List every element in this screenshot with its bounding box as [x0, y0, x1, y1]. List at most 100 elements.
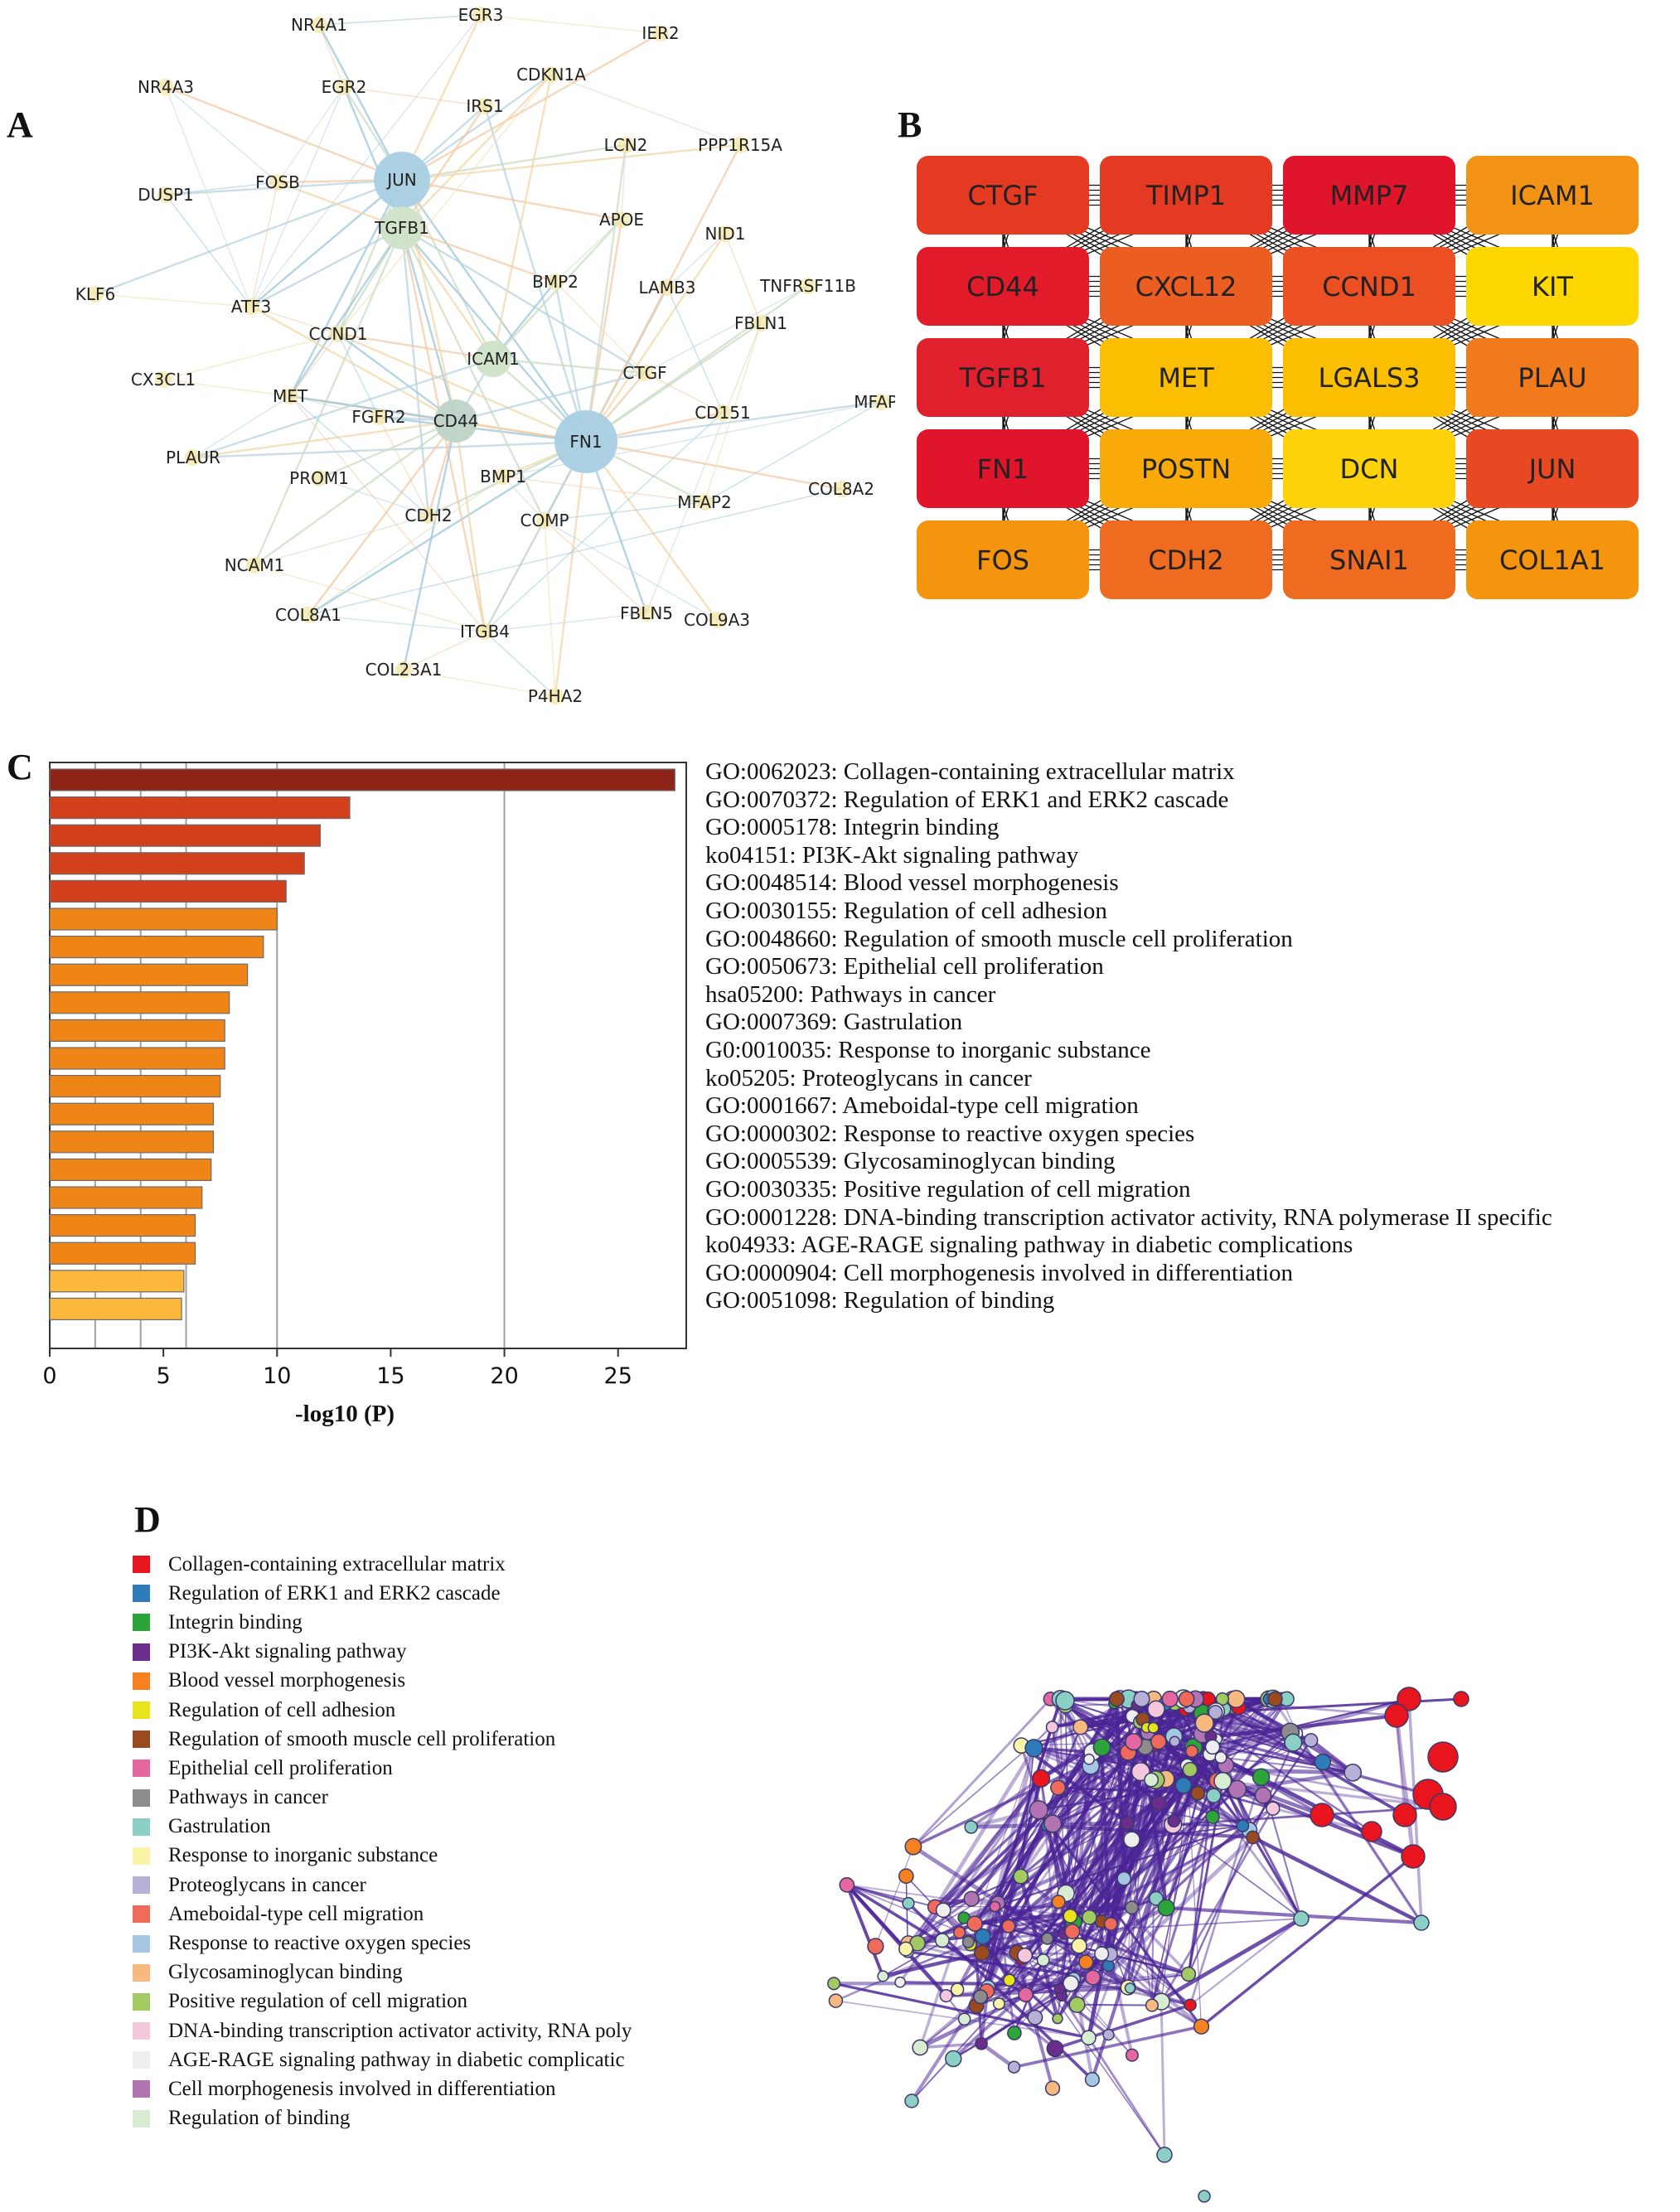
network-edge [253, 227, 404, 566]
network-edge [400, 14, 482, 181]
go-term-label: GO:0001667: Ameboidal-type cell migratio… [705, 1092, 1139, 1120]
enrichment-node [1182, 1761, 1198, 1778]
enrichment-edge [1072, 1727, 1155, 1923]
enrichment-node [935, 1902, 951, 1919]
network-edge [337, 332, 587, 443]
gene-node-circle [613, 211, 630, 228]
network-edge [277, 86, 345, 183]
gene-node: FN1 [554, 410, 617, 473]
gene-node-label: CDH2 [404, 506, 452, 525]
enrichment-node [1429, 1793, 1457, 1821]
legend-swatch [133, 2080, 150, 2098]
enrichment-edge [1166, 1905, 1422, 1925]
hub-gene-box: ICAM1 [1466, 156, 1639, 235]
enrichment-edge [1060, 1995, 1166, 2156]
enrichment-node [1150, 1795, 1167, 1811]
bar [49, 991, 230, 1014]
gene-node-label: APOE [599, 210, 644, 230]
hub-gene-box: MMP7 [1283, 156, 1455, 235]
network-edge [484, 412, 724, 632]
network-edge [318, 419, 457, 480]
enrichment-node [1013, 1868, 1029, 1885]
enrichment-node [1169, 1735, 1181, 1748]
enrichment-edge [1072, 1929, 1189, 1976]
panel-label-c: C [7, 747, 33, 787]
enrichment-node [1254, 1786, 1272, 1804]
enrichment-node [957, 2012, 971, 2026]
gene-node: FGFR2 [351, 407, 405, 427]
gene-node-label: COL9A3 [684, 610, 750, 630]
enrichment-node [898, 1941, 913, 1957]
legend-item: Pathways in cancer [133, 1784, 632, 1813]
enrichment-node [1051, 1895, 1066, 1909]
legend-item: Collagen-containing extracellular matrix [133, 1550, 632, 1579]
enrichment-node [945, 2050, 962, 2068]
gene-node: COL8A1 [275, 605, 341, 625]
bar [49, 1297, 182, 1321]
gene-node: DUSP1 [138, 185, 194, 205]
enrichment-node [1125, 2048, 1139, 2062]
enrichment-node [1036, 1953, 1050, 1968]
legend-swatch [133, 1818, 150, 1836]
gene-node-label: LCN2 [604, 135, 648, 155]
enrichment-edge [980, 2041, 1015, 2069]
enrichment-node [1184, 1744, 1199, 1759]
enrichment-edge [906, 1747, 1036, 1953]
network-edge [704, 322, 762, 503]
network-edge [454, 420, 487, 632]
gene-node-label: PROM1 [289, 468, 349, 488]
network-edge [644, 372, 724, 414]
panel-label-a: A [7, 104, 33, 145]
legend-swatch [133, 2109, 150, 2127]
network-edge [289, 394, 457, 423]
gene-node-label: BMP1 [480, 467, 526, 486]
enrichment-node [952, 1926, 966, 1939]
enrichment-node [1103, 1916, 1118, 1931]
gene-node-circle [477, 98, 493, 114]
gene-node: CX3CL1 [131, 370, 196, 390]
gene-node-label: BMP2 [532, 272, 579, 292]
enrichment-node [1024, 1739, 1043, 1758]
network-edge [544, 520, 556, 697]
enrichment-edge [1164, 1746, 1214, 1909]
network-edge [162, 379, 291, 397]
gene-node: TGFB1 [374, 206, 429, 249]
network-edge [378, 415, 587, 443]
x-axis-label: -log10 (P) [295, 1401, 395, 1427]
enrichment-node [1401, 1844, 1426, 1869]
network-edge [666, 233, 726, 288]
network-edge [502, 476, 545, 521]
gene-node-circle [155, 371, 172, 388]
hub-gene-box: FOS [917, 520, 1089, 599]
gene-node-label: FN1 [569, 432, 602, 452]
network-edge [401, 226, 556, 283]
enrichment-edge [1019, 1715, 1135, 1878]
network-edge [544, 520, 718, 621]
gene-node-label: TGFB1 [374, 218, 429, 238]
legend-item: Epithelial cell proliferation [133, 1754, 632, 1783]
legend-label: Positive regulation of cell migration [168, 1990, 468, 2013]
enrichment-node [1204, 1739, 1221, 1755]
gene-node-circle [696, 494, 713, 511]
enrichment-edge [934, 1808, 1040, 1908]
gene-node-circle [554, 410, 617, 473]
enrichment-edge [1394, 1715, 1416, 1857]
enrichment-edge [1060, 1824, 1244, 1997]
hub-gene-box: TIMP1 [1100, 156, 1272, 235]
gene-node-label: MFAP2 [677, 492, 731, 512]
gene-node-label: COL8A1 [275, 605, 341, 625]
hub-gene-box: DCN [1283, 429, 1455, 508]
enrichment-node [1094, 1946, 1110, 1962]
legend-item: Blood vessel morphogenesis [133, 1667, 632, 1696]
enrichment-node [1314, 1753, 1332, 1771]
gene-node-circle [311, 470, 327, 486]
enrichment-node [975, 1928, 991, 1945]
legend-label: Integrin binding [168, 1610, 303, 1634]
x-tick-label: 0 [42, 1363, 56, 1389]
gene-node-circle [717, 225, 733, 242]
network-edge [250, 182, 278, 307]
network-edge [724, 233, 762, 324]
enrichment-node [939, 1989, 953, 2003]
enrichment-edge [1087, 1771, 1143, 2039]
gene-node: ICAM1 [467, 341, 520, 377]
